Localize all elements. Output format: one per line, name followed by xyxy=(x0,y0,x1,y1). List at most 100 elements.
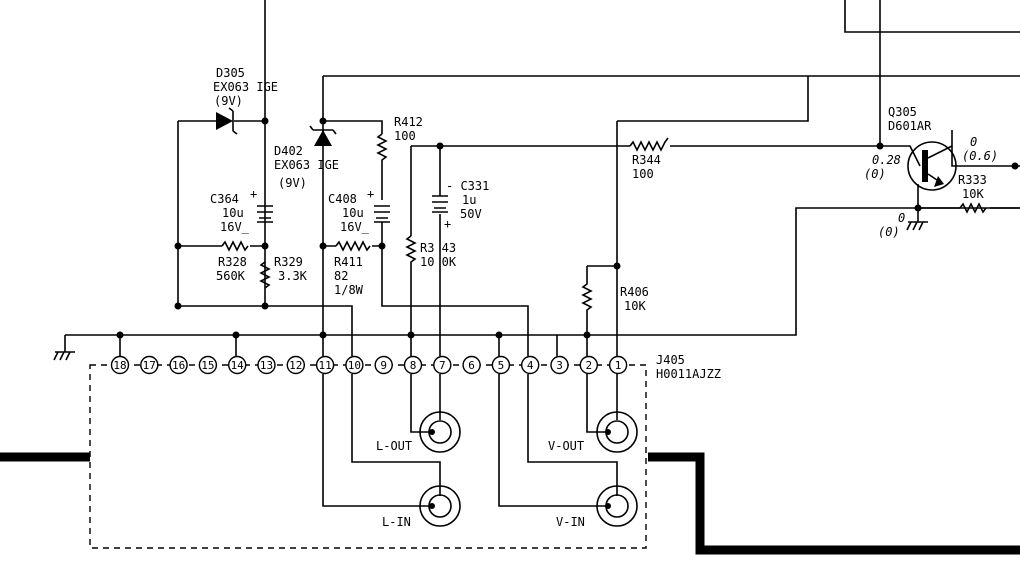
connector-pin: 10 xyxy=(345,355,364,375)
label-l-out: L-OUT xyxy=(376,439,412,453)
connector-pin-label: 11 xyxy=(318,359,331,372)
wire-lout-shield xyxy=(410,374,432,433)
label-collector-voltage-alt: (0.6) xyxy=(962,149,998,163)
wire-lin-shield xyxy=(322,374,432,507)
connector-pin-label: 16 xyxy=(172,359,185,372)
connector-pin-label: 2 xyxy=(585,359,592,372)
label-r406-value: 10K xyxy=(624,299,646,313)
connector-pin: 6 xyxy=(462,355,481,375)
label-d402-part: EX063 IGE xyxy=(274,158,339,172)
wire-pin10-up xyxy=(178,305,353,356)
label-v-out: V-OUT xyxy=(548,439,584,453)
capacitor-c408 xyxy=(374,205,390,223)
label-r329-ref: R329 xyxy=(274,255,303,269)
label-r412-ref: R412 xyxy=(394,115,423,129)
connector-pin-label: 13 xyxy=(260,359,273,372)
chassis-line-right xyxy=(648,452,1020,555)
label-base-voltage-alt: (0) xyxy=(864,167,886,181)
label-c408-voltage: 16V_ xyxy=(340,220,370,234)
wire-vin-center xyxy=(527,374,618,496)
capacitor-c331 xyxy=(432,195,448,213)
label-c364-ref: C364 xyxy=(210,192,239,206)
label-c331-ref: - C331 xyxy=(446,179,489,193)
connector-pin-label: 9 xyxy=(380,359,387,372)
label-d305-ref: D305 xyxy=(216,66,245,80)
connector-pin-label: 14 xyxy=(231,359,245,372)
connector-pin: 9 xyxy=(374,355,393,375)
wire-r412-top xyxy=(323,120,383,134)
connector-pin: 2 xyxy=(579,355,598,375)
connector-pin-label: 12 xyxy=(289,359,302,372)
label-r411-ref: R411 xyxy=(334,255,363,269)
connector-pin-label: 18 xyxy=(113,359,126,372)
resistor-r411 xyxy=(335,240,371,252)
label-r329-value: 3.3K xyxy=(278,269,308,283)
resistor-r406 xyxy=(581,266,593,356)
connector-pin: 15 xyxy=(198,355,218,375)
label-v-in: V-IN xyxy=(556,515,585,529)
label-r343-ref: R3 43 xyxy=(420,241,456,255)
resistor-r328 xyxy=(221,240,249,252)
connector-pin: 8 xyxy=(403,355,423,375)
wire-vout-shield xyxy=(586,374,608,433)
label-r344-ref: R344 xyxy=(632,153,661,167)
label-r333-ref: R333 xyxy=(958,173,987,187)
label-r411-power: 1/8W xyxy=(334,283,364,297)
wire-top-right xyxy=(844,0,1020,33)
wire-vin-shield xyxy=(498,374,608,507)
resistor-r344 xyxy=(629,137,669,152)
connector-pin-label: 10 xyxy=(348,359,361,372)
junction-dots xyxy=(116,117,1019,509)
wire-pin1-top xyxy=(617,76,809,122)
label-collector-voltage: 0 xyxy=(970,135,977,149)
connector-pin: 1 xyxy=(608,355,628,375)
connector-pin-label: 7 xyxy=(439,359,446,372)
ground-symbol-right xyxy=(906,221,928,231)
label-j405-ref: J405 xyxy=(656,353,685,367)
label-q305-ref: Q305 xyxy=(888,105,917,119)
connector-pin-row: 18 17 16 15 14 13 12 11 10 9 8 7 6 5 4 3 2 1 xyxy=(110,355,628,375)
connector-pin-label: 1 xyxy=(615,359,622,372)
label-emitter-voltage-alt: (0) xyxy=(878,225,900,239)
label-c331-voltage: 50V xyxy=(460,207,482,221)
wire-ground-bus xyxy=(65,207,1020,336)
zener-diode-d402 xyxy=(309,125,337,146)
zener-diode-d305 xyxy=(216,107,238,135)
connector-pin: 7 xyxy=(433,355,452,375)
label-c331-value: 1u xyxy=(462,193,476,207)
label-c364-value: 10u xyxy=(222,206,244,220)
resistor-r343 xyxy=(405,235,417,356)
label-c408-value: 10u xyxy=(342,206,364,220)
label-d305-rating: (9V) xyxy=(214,94,243,108)
label-c408-ref: C408 xyxy=(328,192,357,206)
connector-pin-label: 17 xyxy=(143,359,156,372)
label-j405-part: H0011AJZZ xyxy=(656,367,721,381)
label-r406-ref: R406 xyxy=(620,285,649,299)
label-r343-value: 10 0K xyxy=(420,255,457,269)
label-c331-plus: + xyxy=(444,217,451,231)
connector-pin-label: 5 xyxy=(498,359,505,372)
label-c364-voltage: 16V_ xyxy=(220,220,250,234)
resistor-r333 xyxy=(959,202,987,214)
connector-pin: 17 xyxy=(140,355,159,375)
connector-pin: 5 xyxy=(491,355,511,375)
capacitor-c364 xyxy=(257,205,273,223)
connector-pin: 16 xyxy=(169,355,188,375)
label-r344-value: 100 xyxy=(632,167,654,181)
label-emitter-voltage: 0 xyxy=(898,211,905,225)
label-d305-part: EX063 IGE xyxy=(213,80,278,94)
connector-pin-label: 15 xyxy=(201,359,214,372)
wire-lin-center xyxy=(351,374,441,496)
label-c408-plus: + xyxy=(367,187,374,201)
label-d402-rating: (9V) xyxy=(278,176,307,190)
label-base-voltage: 0.28 xyxy=(872,153,901,167)
connector-pin: 12 xyxy=(286,355,305,375)
connector-pin-label: 4 xyxy=(527,359,534,372)
resistor-r412 xyxy=(376,133,388,200)
label-r411-value: 82 xyxy=(334,269,348,283)
label-r328-ref: R328 xyxy=(218,255,247,269)
connector-pin-label: 3 xyxy=(556,359,563,372)
label-r328-value: 560K xyxy=(216,269,246,283)
connector-outline xyxy=(89,364,647,549)
